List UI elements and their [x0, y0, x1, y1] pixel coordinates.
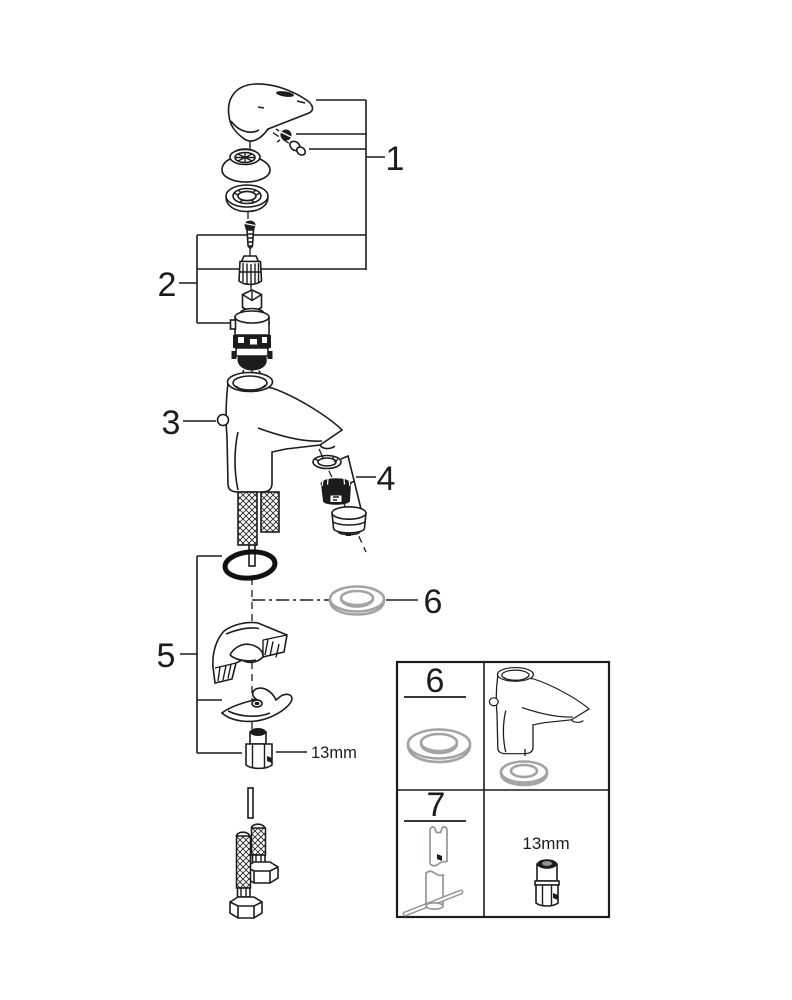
handle-slot [276, 91, 294, 97]
faucet-body-main [216, 371, 343, 493]
callout-labels: 1 2 3 4 5 6 13mm [157, 140, 443, 762]
cartridge-screw-illustration [244, 220, 256, 250]
base-gasket-illustration [328, 585, 386, 616]
aerator-insert [320, 478, 352, 505]
lever-handle-illustration [227, 83, 314, 142]
legend-cell-socket: 13mm [522, 834, 570, 907]
cap-ring-illustration [221, 148, 271, 183]
mounting-wedge-illustration [212, 621, 288, 684]
callout-3: 3 [162, 404, 181, 442]
legend-cell-faucet [488, 666, 590, 787]
mounting-nut-illustration [245, 728, 273, 770]
aerator-washer [312, 454, 342, 470]
bracket-group-5 [180, 555, 242, 754]
legend-label-7: 7 [427, 786, 446, 824]
legend-box: 6 7 [395, 660, 611, 919]
aerator-shell [331, 505, 367, 536]
legend-socket-icon [534, 859, 560, 907]
supply-hoses-upper-illustration [237, 491, 280, 567]
callout-13mm: 13mm [311, 744, 357, 762]
callout-6: 6 [424, 583, 443, 621]
threaded-rod-illustration [247, 787, 254, 819]
legend-cell-gasket: 6 [404, 662, 472, 764]
hose-left [229, 831, 263, 919]
cartridge-illustration [229, 289, 273, 375]
callout-1: 1 [386, 140, 405, 178]
handle-screw-illustration [275, 128, 292, 143]
escutcheon-ring-illustration [225, 184, 269, 213]
legend-mounting-tool-icon [402, 825, 464, 917]
callout-5: 5 [157, 637, 176, 675]
adapter-nut-illustration [238, 255, 263, 286]
legend-cell-tool: 7 [402, 786, 466, 917]
hose-right [245, 823, 279, 884]
handle-plug-illustration [289, 140, 307, 156]
legend-gasket-icon [406, 728, 472, 764]
hose-ends-illustration [229, 823, 279, 919]
callout-2: 2 [158, 266, 177, 304]
mounting-clamp-illustration [220, 687, 293, 723]
aerator-parts-illustration [312, 454, 367, 536]
bracket-group-1 [197, 99, 385, 270]
callout-4: 4 [377, 460, 396, 498]
legend-label-6: 6 [426, 662, 445, 700]
legend-faucet-gasket-icon [499, 760, 549, 787]
o-ring-illustration [222, 549, 278, 581]
legend-label-13mm: 13mm [522, 834, 569, 853]
